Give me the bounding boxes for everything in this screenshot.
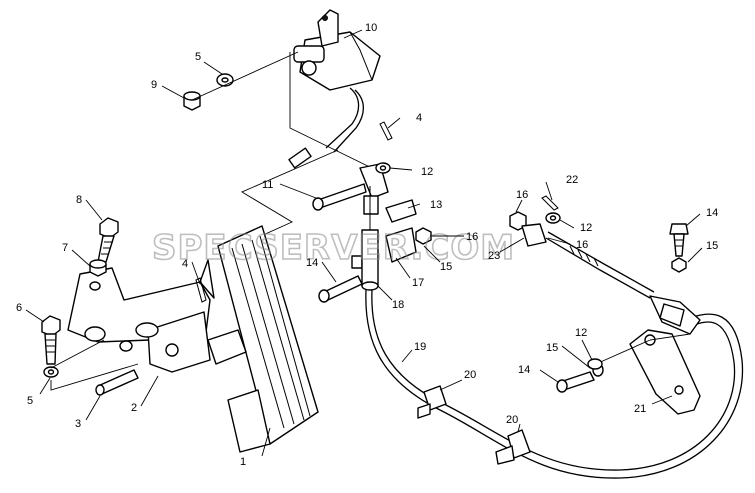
callout-4-top: 4 — [416, 112, 422, 124]
nut-16-left — [415, 227, 432, 245]
callout-2: 2 — [131, 402, 137, 414]
nut-9 — [183, 91, 201, 111]
callout-14-right-top: 14 — [706, 207, 718, 219]
cable-clamp-17 — [351, 227, 417, 269]
bolt-14-left — [318, 275, 363, 303]
callout-1: 1 — [240, 456, 246, 468]
callout-11: 11 — [262, 179, 273, 191]
cable-bracket-13 — [385, 199, 417, 223]
washer-12-right-lower — [587, 358, 603, 370]
callout-20-upper: 20 — [464, 369, 476, 381]
washer-12-right — [545, 212, 561, 224]
pin-3 — [95, 369, 139, 396]
callout-10: 10 — [365, 22, 377, 34]
pedal-position-sensor — [288, 9, 381, 169]
cable-clip-20-lower — [495, 429, 531, 465]
washer-12-upper — [375, 162, 391, 174]
cable-bracket-21 — [629, 329, 701, 415]
callout-21: 21 — [634, 403, 646, 415]
throttle-cable-19 — [365, 289, 744, 479]
callout-18: 18 — [392, 299, 404, 311]
callout-16-mid: 16 — [466, 231, 478, 243]
callout-3: 3 — [75, 418, 81, 430]
split-pin-4-lower — [195, 277, 207, 303]
cable-clip-20-upper — [417, 385, 447, 419]
callout-12-top: 12 — [421, 166, 433, 178]
cable-sleeve-18 — [361, 186, 379, 291]
split-pin-4-upper — [379, 121, 393, 141]
nut-7 — [89, 259, 107, 277]
callout-6: 6 — [16, 302, 22, 314]
washer-5-upper — [216, 73, 234, 87]
bolt-14-right-top — [669, 223, 689, 257]
cable-end-23 — [521, 223, 655, 299]
split-pin-22 — [541, 195, 559, 211]
pedal-bracket — [67, 259, 215, 373]
bolt-11 — [312, 183, 367, 211]
callout-4-left: 4 — [182, 258, 188, 270]
callout-17: 17 — [412, 277, 424, 289]
washer-15-right-top — [671, 257, 687, 273]
callout-leaders — [25, 29, 703, 457]
washer-5-lower — [43, 366, 59, 378]
callout-19: 19 — [414, 341, 426, 353]
callout-8: 8 — [76, 194, 82, 206]
bolt-8 — [97, 217, 119, 263]
watermark-text: SPECSERVER.COM — [152, 228, 515, 268]
callout-20-lower: 20 — [506, 414, 518, 426]
callout-16-right-top: 16 — [516, 189, 528, 201]
callout-15-right-lower: 15 — [546, 342, 558, 354]
callout-23: 23 — [488, 250, 500, 262]
callout-22: 22 — [566, 174, 578, 186]
callout-labels: 1 2 3 4 4 5 5 6 7 8 9 10 11 12 12 12 13 … — [16, 22, 718, 468]
callout-5-bottom: 5 — [27, 395, 33, 407]
callout-14-left: 14 — [306, 257, 318, 269]
callout-13: 13 — [430, 199, 442, 211]
bolt-14-right-lower — [556, 371, 595, 393]
callout-9: 9 — [151, 79, 157, 91]
callout-16-right: 16 — [576, 239, 588, 251]
callout-5-top: 5 — [195, 51, 201, 63]
callout-12-lower: 12 — [575, 327, 587, 339]
callout-15-mid: 15 — [440, 261, 452, 273]
callout-12-right: 12 — [580, 222, 592, 234]
callout-14-right-lower: 14 — [518, 364, 530, 376]
callout-7: 7 — [62, 242, 68, 254]
cable-adjuster — [649, 295, 701, 335]
callout-15-right-top: 15 — [706, 240, 718, 252]
accelerator-pedal — [207, 225, 319, 453]
bolt-6 — [41, 315, 61, 365]
